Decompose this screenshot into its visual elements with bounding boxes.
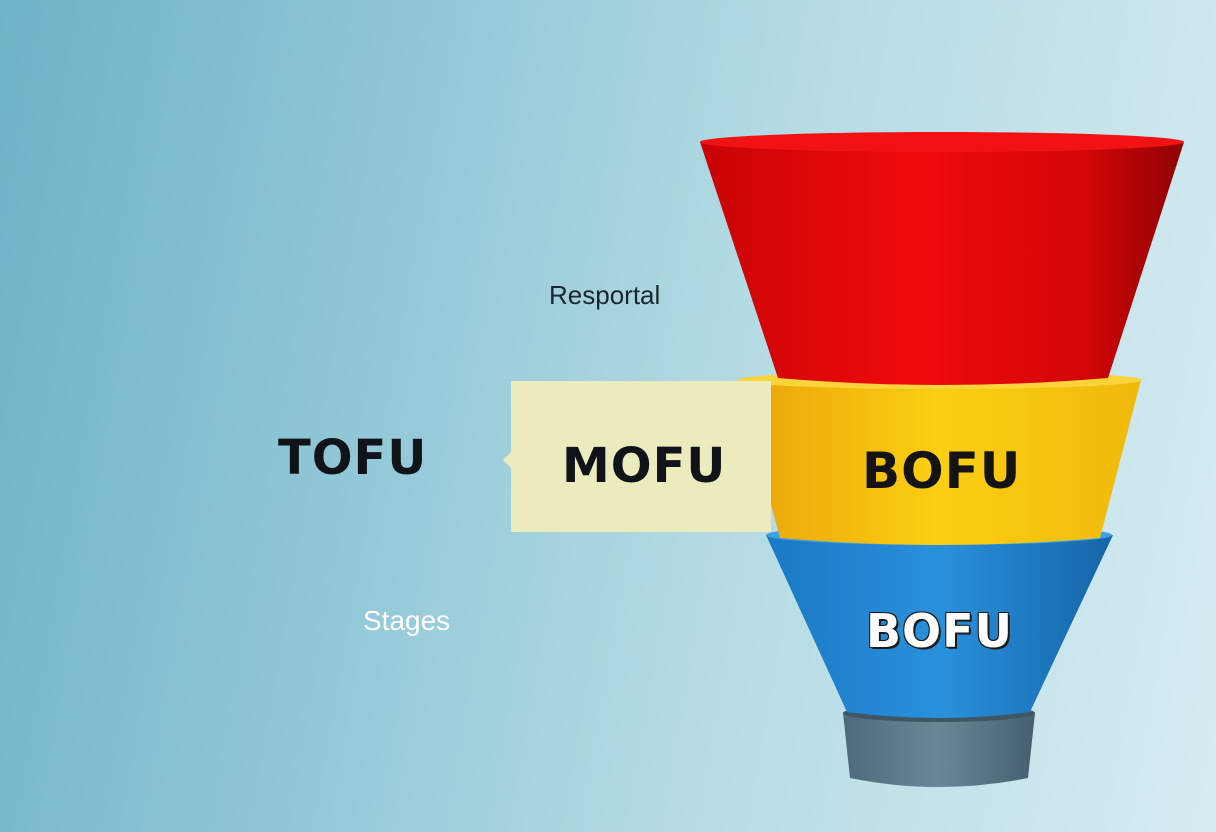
bofu-yellow-label: BOFU [862,442,1022,500]
mofu-label: MOFU [562,438,727,494]
resportal-label: Resportal [549,280,661,310]
bofu-blue-label: BOFU [866,604,1013,658]
funnel-layer-red [700,132,1184,385]
stages-label: Stages [363,605,451,636]
tofu-label: TOFU [278,430,428,486]
mofu-label-box [511,381,771,532]
mofu-pointer [503,452,511,468]
